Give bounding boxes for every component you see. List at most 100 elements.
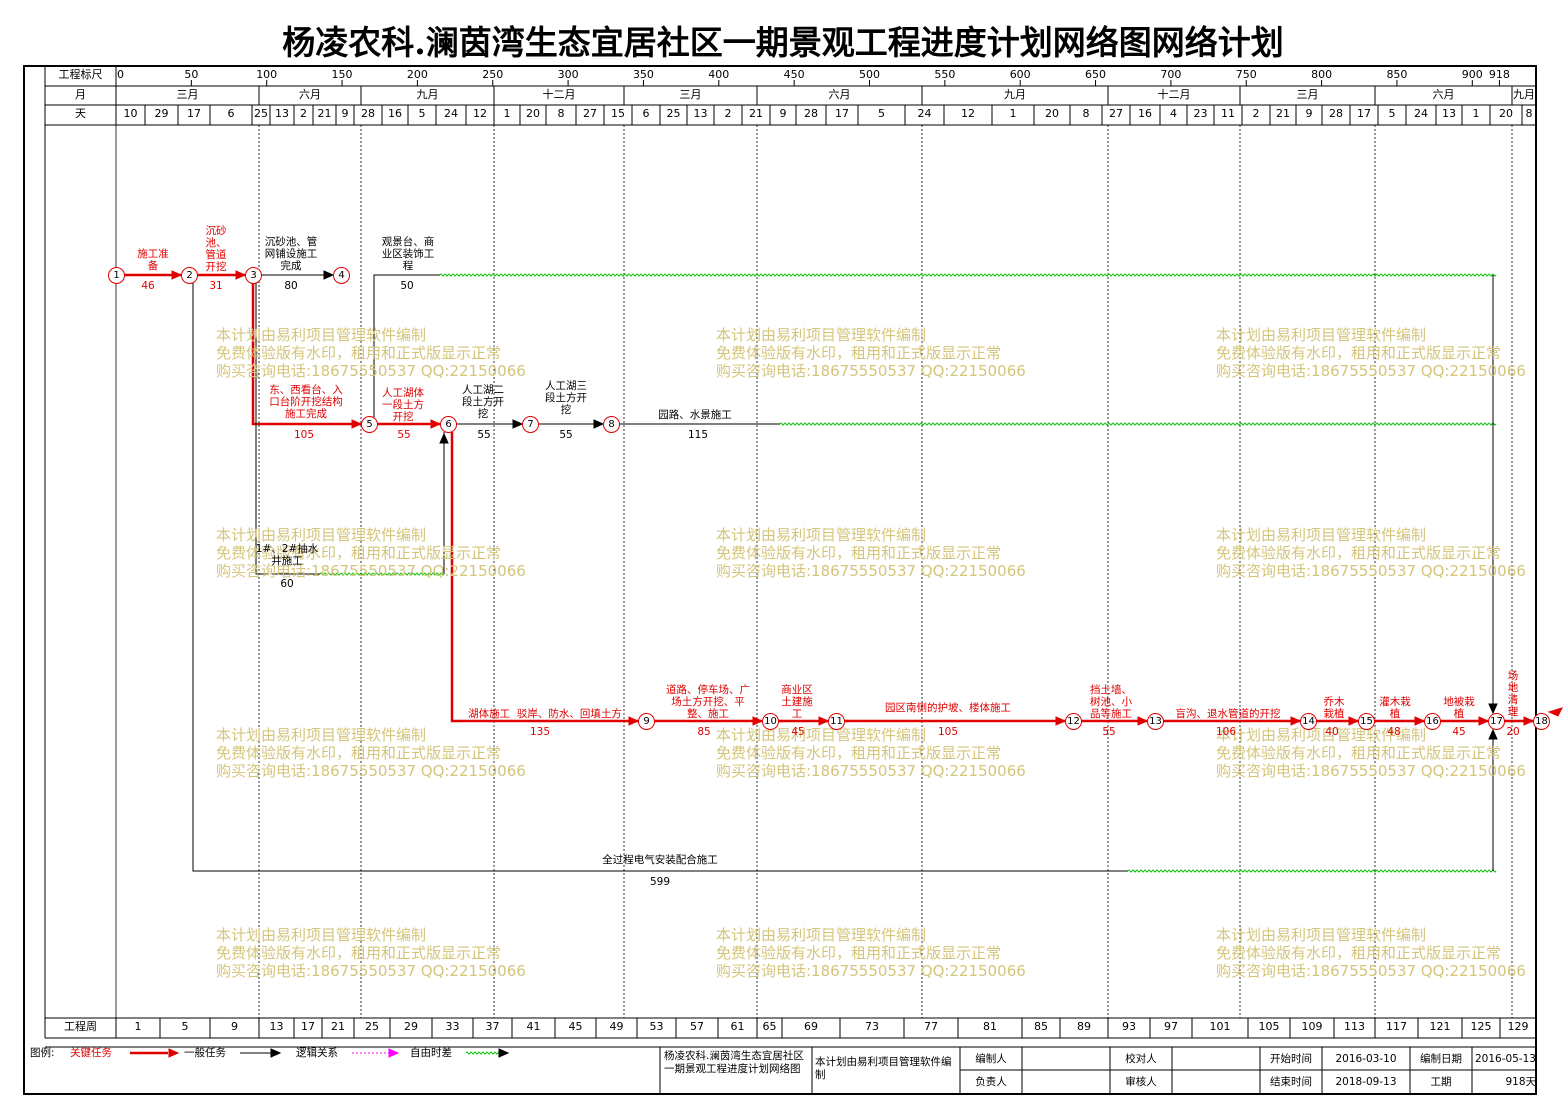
footer-responsible: 负责人 xyxy=(975,1076,1007,1088)
task-duration: 48 xyxy=(1387,726,1401,738)
footer-end-label: 结束时间 xyxy=(1270,1076,1312,1088)
month-cell: 三月 xyxy=(176,88,199,101)
month-cell: 九月 xyxy=(1513,88,1535,101)
day-cell: 21 xyxy=(749,107,763,120)
free-float-line xyxy=(319,572,445,576)
week-cell: 113 xyxy=(1344,1020,1365,1033)
week-cell: 49 xyxy=(609,1020,624,1033)
task-duration: 31 xyxy=(209,280,223,292)
arrow-head xyxy=(818,716,830,726)
day-cell: 20 xyxy=(526,107,540,120)
day-cell: 2 xyxy=(724,107,732,120)
day-cell: 20 xyxy=(1499,107,1513,120)
general-arrow xyxy=(192,283,1128,872)
node-circle: 11 xyxy=(828,713,845,730)
task-label: 观景台、商 业区装饰工 程 xyxy=(381,236,435,272)
page-title: 杨凌农科.澜茵湾生态宜居社区一期景观工程进度计划网络图网络计划 xyxy=(282,23,1284,62)
arrow-head xyxy=(1348,716,1360,726)
week-cell: 29 xyxy=(404,1020,418,1033)
task-duration: 105 xyxy=(293,429,315,441)
week-cell: 109 xyxy=(1301,1020,1323,1033)
node-circle: 4 xyxy=(333,267,350,284)
scale-tick-label: 250 xyxy=(482,68,504,81)
week-cell: 37 xyxy=(485,1020,500,1033)
day-cell: 1 xyxy=(503,107,511,120)
scale-tick-label: 50 xyxy=(184,68,199,81)
day-cell: 16 xyxy=(1138,107,1152,120)
arrow-head xyxy=(439,432,449,444)
day-cell: 25 xyxy=(254,107,268,120)
arrow-head xyxy=(1137,716,1149,726)
week-cell: 93 xyxy=(1122,1020,1136,1033)
task-label: 人工湖体 一段土方 开挖 xyxy=(382,387,424,423)
month-cell: 十二月 xyxy=(542,88,576,101)
day-cell: 9 xyxy=(779,107,787,120)
end-flag xyxy=(1547,707,1563,717)
node-circle: 6 xyxy=(440,416,457,433)
week-cell: 129 xyxy=(1507,1020,1529,1033)
day-cell: 13 xyxy=(1442,107,1456,120)
general-arrow xyxy=(373,274,440,424)
node-circle: 3 xyxy=(245,267,262,284)
day-cell: 5 xyxy=(1388,107,1396,120)
task-duration: 599 xyxy=(649,876,671,888)
day-cell: 8 xyxy=(1082,107,1090,120)
week-cell: 101 xyxy=(1209,1020,1231,1033)
day-cell: 8 xyxy=(557,107,565,120)
day-cell: 2 xyxy=(300,107,307,120)
scale-tick-label: 850 xyxy=(1386,68,1408,81)
day-cell: 23 xyxy=(1193,107,1208,120)
week-cell: 1 xyxy=(134,1020,142,1033)
week-cell: 21 xyxy=(331,1020,345,1033)
scale-tick-label: 750 xyxy=(1235,68,1257,81)
scale-tick-label: 150 xyxy=(331,68,353,81)
day-cell: 10 xyxy=(123,107,138,120)
task-label: 道路、停车场、广 场土方开挖、平 整、施工 xyxy=(666,684,750,720)
node-circle: 1 xyxy=(108,267,125,284)
day-cell: 24 xyxy=(917,107,932,120)
task-duration: 40 xyxy=(1325,726,1339,738)
legend-critical-arrow xyxy=(168,1048,180,1058)
month-cell: 三月 xyxy=(1296,88,1319,101)
arrow-head xyxy=(351,419,363,429)
day-cell: 13 xyxy=(693,107,708,120)
day-cell: 11 xyxy=(1221,107,1235,120)
scale-tick-label: 900 xyxy=(1461,68,1483,81)
critical-arrow xyxy=(251,283,361,426)
arrow-head xyxy=(1523,716,1535,726)
legend-float-label: 自由时差 xyxy=(410,1047,452,1059)
task-label: 场 地 清 理 xyxy=(1507,670,1519,718)
node-circle: 8 xyxy=(603,416,620,433)
task-duration: 60 xyxy=(280,578,294,590)
week-cell: 81 xyxy=(983,1020,997,1033)
task-duration: 55 xyxy=(397,429,411,441)
month-cell: 六月 xyxy=(828,88,851,101)
scale-tick-label: 300 xyxy=(557,68,579,81)
week-cell: 5 xyxy=(181,1020,189,1033)
task-label: 1#、2#抽水 井施工 xyxy=(255,543,319,567)
arrow-head xyxy=(512,419,524,429)
month-cell: 六月 xyxy=(1432,88,1455,101)
footer-project-name: 杨凌农科.澜茵湾生态宜居社区一期景观工程进度计划网络图 xyxy=(664,1050,804,1075)
task-label: 湖体施工 驳岸、防水、回填土方 xyxy=(468,708,622,720)
footer-start-label: 开始时间 xyxy=(1270,1053,1312,1065)
arrow-head xyxy=(1488,703,1498,715)
node-circle: 7 xyxy=(522,416,539,433)
task-duration: 55 xyxy=(477,429,491,441)
legend-label: 图例: xyxy=(30,1047,55,1059)
scale-tick-label: 350 xyxy=(632,68,654,81)
footer-prepared-by: 编制人 xyxy=(975,1053,1007,1065)
task-label: 灌木栽 植 xyxy=(1379,696,1411,720)
week-cell: 53 xyxy=(649,1020,664,1033)
task-label: 园区南侧的护坡、楼体施工 xyxy=(885,702,1011,714)
week-cell: 13 xyxy=(269,1020,284,1033)
arrow-head xyxy=(1055,716,1067,726)
month-cell: 三月 xyxy=(679,88,702,101)
week-cell: 73 xyxy=(865,1020,879,1033)
task-label: 乔木 栽植 xyxy=(1323,696,1345,720)
node-circle: 17 xyxy=(1488,713,1505,730)
scale-tick-label: 918 xyxy=(1488,68,1510,81)
scale-tick-label: 500 xyxy=(859,68,880,81)
task-label: 沉砂 池、 管道 开挖 xyxy=(205,225,227,273)
